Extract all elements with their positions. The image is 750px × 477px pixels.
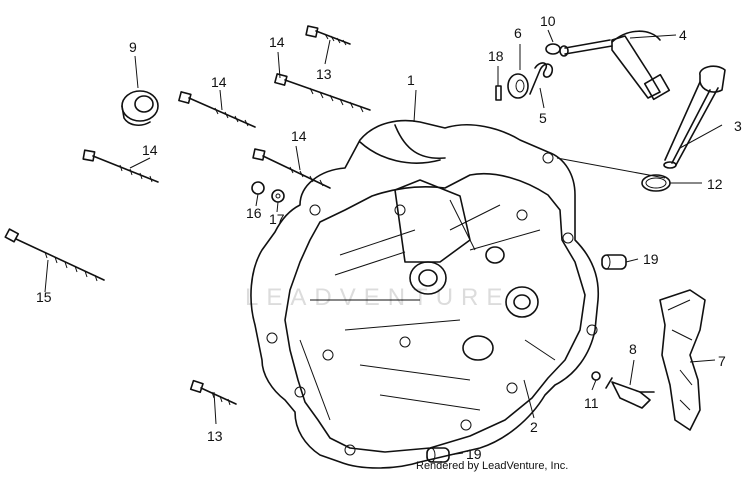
leader-lines bbox=[44, 29, 723, 456]
callout-14-right: 14 bbox=[291, 128, 307, 144]
callout-16: 16 bbox=[246, 205, 262, 221]
callout-11: 11 bbox=[584, 395, 599, 411]
callout-13-top: 13 bbox=[316, 66, 332, 82]
callout-8: 8 bbox=[629, 341, 637, 357]
oil-seal-icon bbox=[121, 90, 159, 127]
callout-7: 7 bbox=[718, 353, 726, 369]
callout-10: 10 bbox=[540, 13, 556, 29]
dowel-pin-icon bbox=[495, 85, 502, 101]
dipstick-icon bbox=[663, 65, 726, 169]
callout-13-bottom: 13 bbox=[207, 428, 223, 444]
bolt-icon bbox=[4, 25, 371, 406]
neutral-switch-icon bbox=[591, 371, 655, 409]
callout-17: 17 bbox=[269, 211, 285, 227]
callout-19-bottom: 19 bbox=[466, 446, 482, 462]
callout-5: 5 bbox=[539, 110, 547, 126]
callout-12: 12 bbox=[707, 176, 723, 192]
callout-4: 4 bbox=[679, 27, 687, 43]
callout-labels: 1 2 3 4 5 6 7 8 9 10 11 12 13 13 14 14 1… bbox=[36, 13, 742, 462]
callout-14-left: 14 bbox=[142, 142, 158, 158]
callout-3: 3 bbox=[734, 118, 742, 134]
callout-14-upper: 14 bbox=[269, 34, 285, 50]
cover-plate-icon bbox=[659, 289, 706, 431]
callout-9: 9 bbox=[129, 39, 137, 55]
spring-icon bbox=[529, 62, 554, 95]
o-ring-icon bbox=[641, 174, 671, 192]
washer-icon bbox=[545, 43, 561, 55]
watermark: LEADVENTURE bbox=[245, 284, 510, 311]
collar-icon bbox=[507, 73, 529, 99]
callout-6: 6 bbox=[514, 25, 522, 41]
shift-arm-icon bbox=[559, 30, 671, 101]
callout-2: 2 bbox=[530, 419, 538, 435]
callout-1: 1 bbox=[407, 72, 415, 88]
callout-19-right: 19 bbox=[643, 251, 659, 267]
callout-15: 15 bbox=[36, 289, 52, 305]
crankcase-cover-icon bbox=[250, 119, 600, 469]
credit-text: Rendered by LeadVenture, Inc. bbox=[416, 460, 568, 472]
callout-18: 18 bbox=[488, 48, 504, 64]
callout-14-left-mid: 14 bbox=[211, 74, 227, 90]
